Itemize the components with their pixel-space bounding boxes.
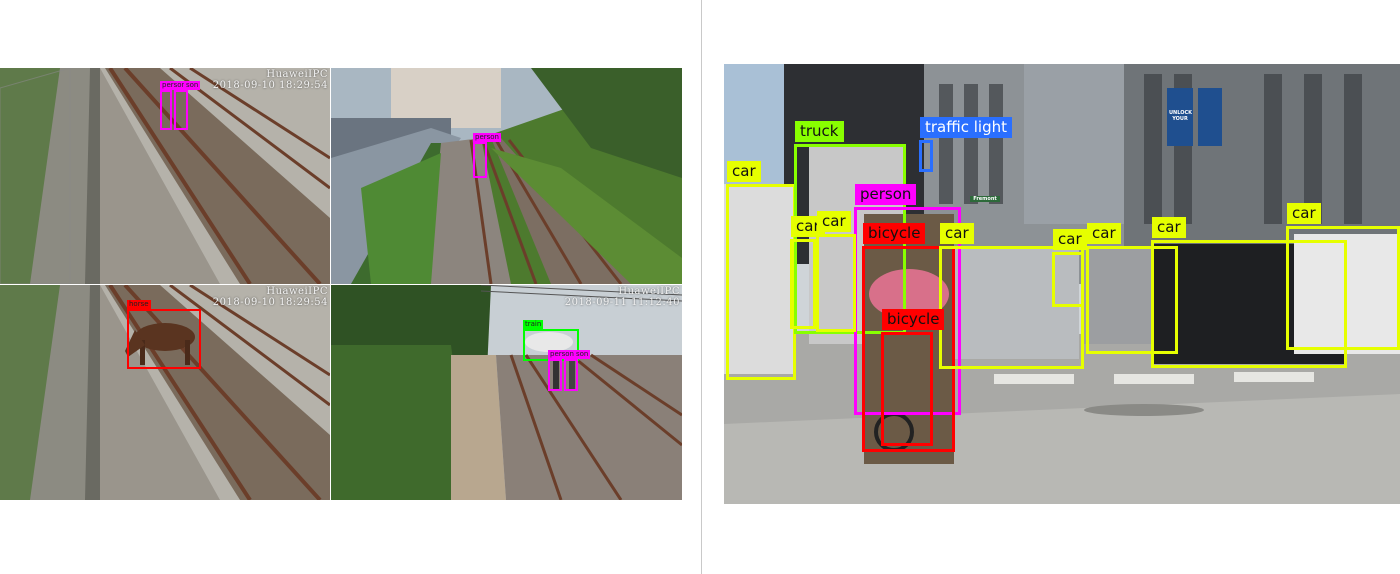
camera-view-top-right: person	[331, 68, 682, 284]
detection-label: person	[548, 350, 576, 359]
camera-timestamp: HuaweiIPC 2018-09-11 11:12:40	[564, 286, 680, 308]
detection-box-bicycle: bicycle	[881, 309, 945, 446]
detection-box-car: car	[790, 216, 825, 329]
railway-scene-image	[0, 285, 330, 500]
detection-label: person	[855, 184, 917, 205]
detection-box-traffic-light: traffic light	[919, 117, 1013, 172]
detection-box-person: son	[564, 350, 591, 391]
detection-box-horse: horse	[127, 300, 201, 369]
railway-camera-grid: HuaweiIPC 2018-09-10 18:29:54 person son	[0, 68, 682, 500]
detection-label: horse	[127, 300, 151, 309]
camera-view-bottom-left: HuaweiIPC 2018-09-10 18:29:54 horse	[0, 285, 330, 500]
detection-box-car: car	[939, 223, 1084, 369]
detection-label: car	[727, 161, 761, 182]
detection-label: bicycle	[863, 223, 926, 244]
camera-timestamp: HuaweiIPC 2018-09-10 18:29:54	[212, 69, 328, 91]
detection-label: car	[1152, 217, 1186, 238]
street-sign-unlock: UNLOCK YOUR	[1169, 110, 1193, 122]
camera-timestamp: HuaweiIPC 2018-09-10 18:29:54	[212, 286, 328, 308]
railway-scene-image	[331, 285, 682, 500]
detection-box-bicycle: bicycle	[862, 223, 955, 452]
detection-label: car	[1087, 223, 1121, 244]
detection-label: car	[1053, 229, 1087, 250]
detection-box-person: person	[473, 133, 501, 178]
detection-box-car: car	[816, 211, 856, 332]
detection-label: car	[1287, 203, 1321, 224]
detection-label: train	[523, 320, 544, 329]
detection-label: son	[574, 350, 591, 359]
panel-divider	[701, 0, 702, 574]
camera-view-top-left: HuaweiIPC 2018-09-10 18:29:54 person son	[0, 68, 330, 284]
detection-label: car	[940, 223, 974, 244]
detection-box-car: car	[1286, 203, 1400, 350]
street-detection-view: UNLOCK YOUR Fremont car truck traffic li…	[724, 64, 1400, 504]
street-sign-fremont: Fremont	[970, 196, 1000, 202]
detection-box-person: person	[548, 350, 576, 391]
detection-box-person: person	[160, 81, 188, 130]
camera-view-bottom-right: HuaweiIPC 2018-09-11 11:12:40 train pers…	[331, 285, 682, 500]
detection-label: truck	[795, 121, 844, 142]
railway-scene-image	[0, 68, 330, 284]
detection-box-car: car	[1052, 229, 1087, 307]
detection-label: person	[473, 133, 501, 142]
detection-box-car: car	[1086, 223, 1178, 354]
detection-box-car: car	[726, 161, 796, 380]
detection-label: bicycle	[882, 309, 945, 330]
detection-label: car	[817, 211, 851, 232]
detection-box-person: son	[174, 81, 201, 130]
detection-box-car: car	[1151, 217, 1347, 368]
detection-label: person	[160, 81, 188, 90]
detection-label: car	[791, 216, 825, 237]
detection-label: traffic light	[920, 117, 1013, 138]
railway-scene-image	[331, 68, 682, 284]
detection-label: son	[184, 81, 201, 90]
